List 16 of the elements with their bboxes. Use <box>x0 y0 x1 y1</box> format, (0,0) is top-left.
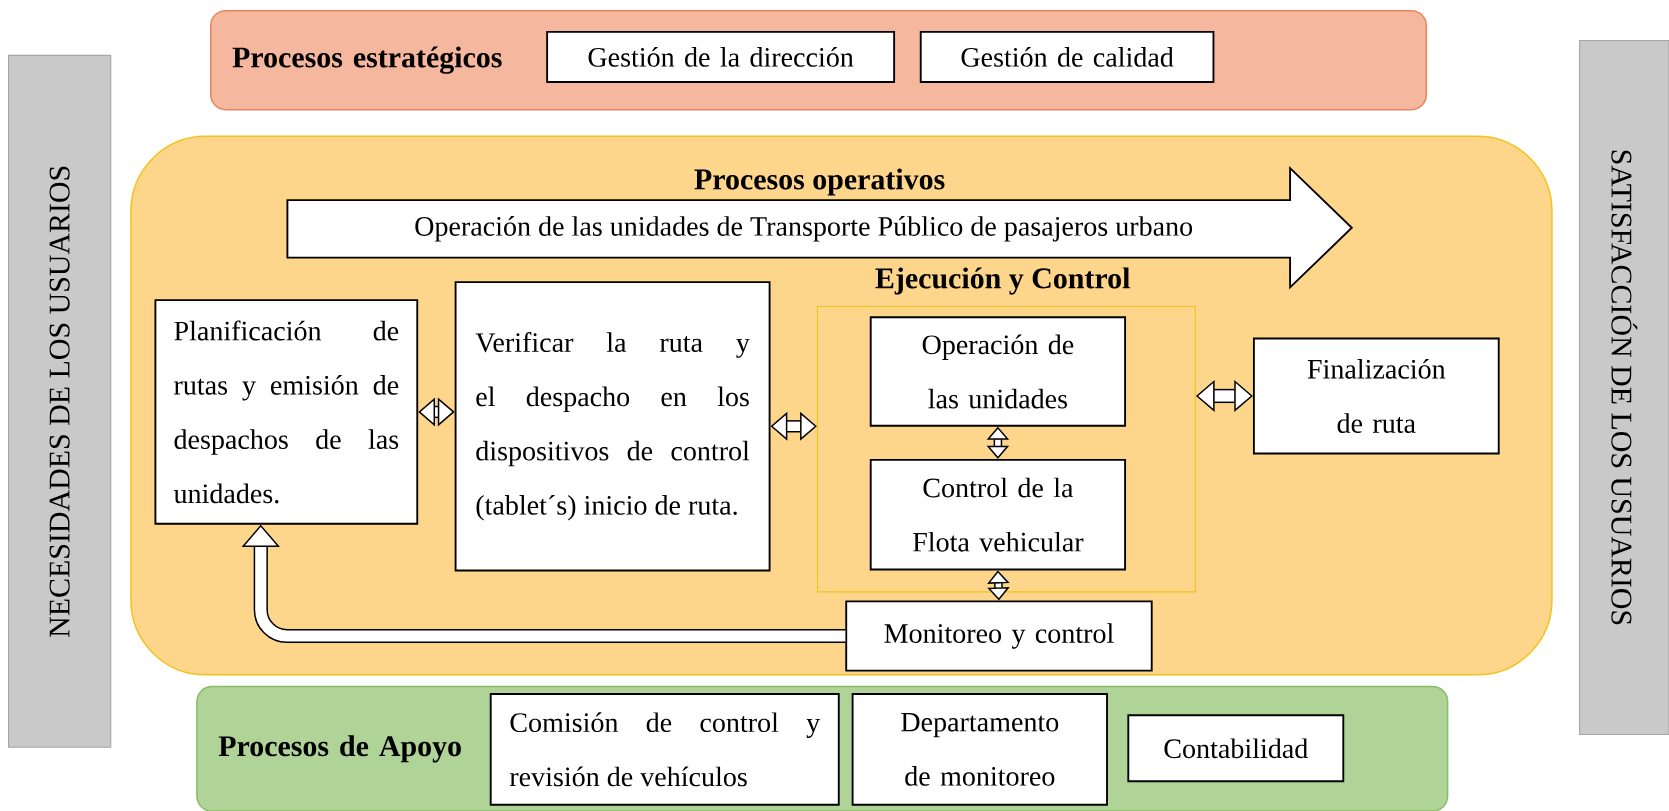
process-box: Monitoreo y control <box>845 600 1153 672</box>
process-box: Finalización de ruta <box>1252 337 1500 455</box>
process-box: Contabilidad <box>1127 714 1345 783</box>
process-box: Control de la Flota vehicular <box>869 458 1127 571</box>
process-box: Verificar la ruta y el despacho en los dispositivos de control (tablet´s) inicio de ruta. <box>454 281 771 572</box>
double-arrow <box>770 411 817 441</box>
double-arrow <box>987 570 1010 601</box>
process-box: Operación de las unidades <box>869 316 1127 427</box>
process-box: Gestión de calidad <box>919 30 1215 83</box>
process-box: Gestión de la dirección <box>546 30 896 83</box>
process-box: Departamento de monitoreo <box>851 693 1108 806</box>
double-arrow <box>418 397 455 427</box>
process-box: Planificación de rutas y emisión de despachos de las unidades. <box>154 299 419 525</box>
side-bar: NECESIDADES DE LOS USUARIOS <box>7 54 112 748</box>
process-box: Comisión de control y revisión de vehículos <box>489 693 840 806</box>
side-bar: SATISFACCIÓN DE LOS USUARIOS <box>1579 39 1669 735</box>
